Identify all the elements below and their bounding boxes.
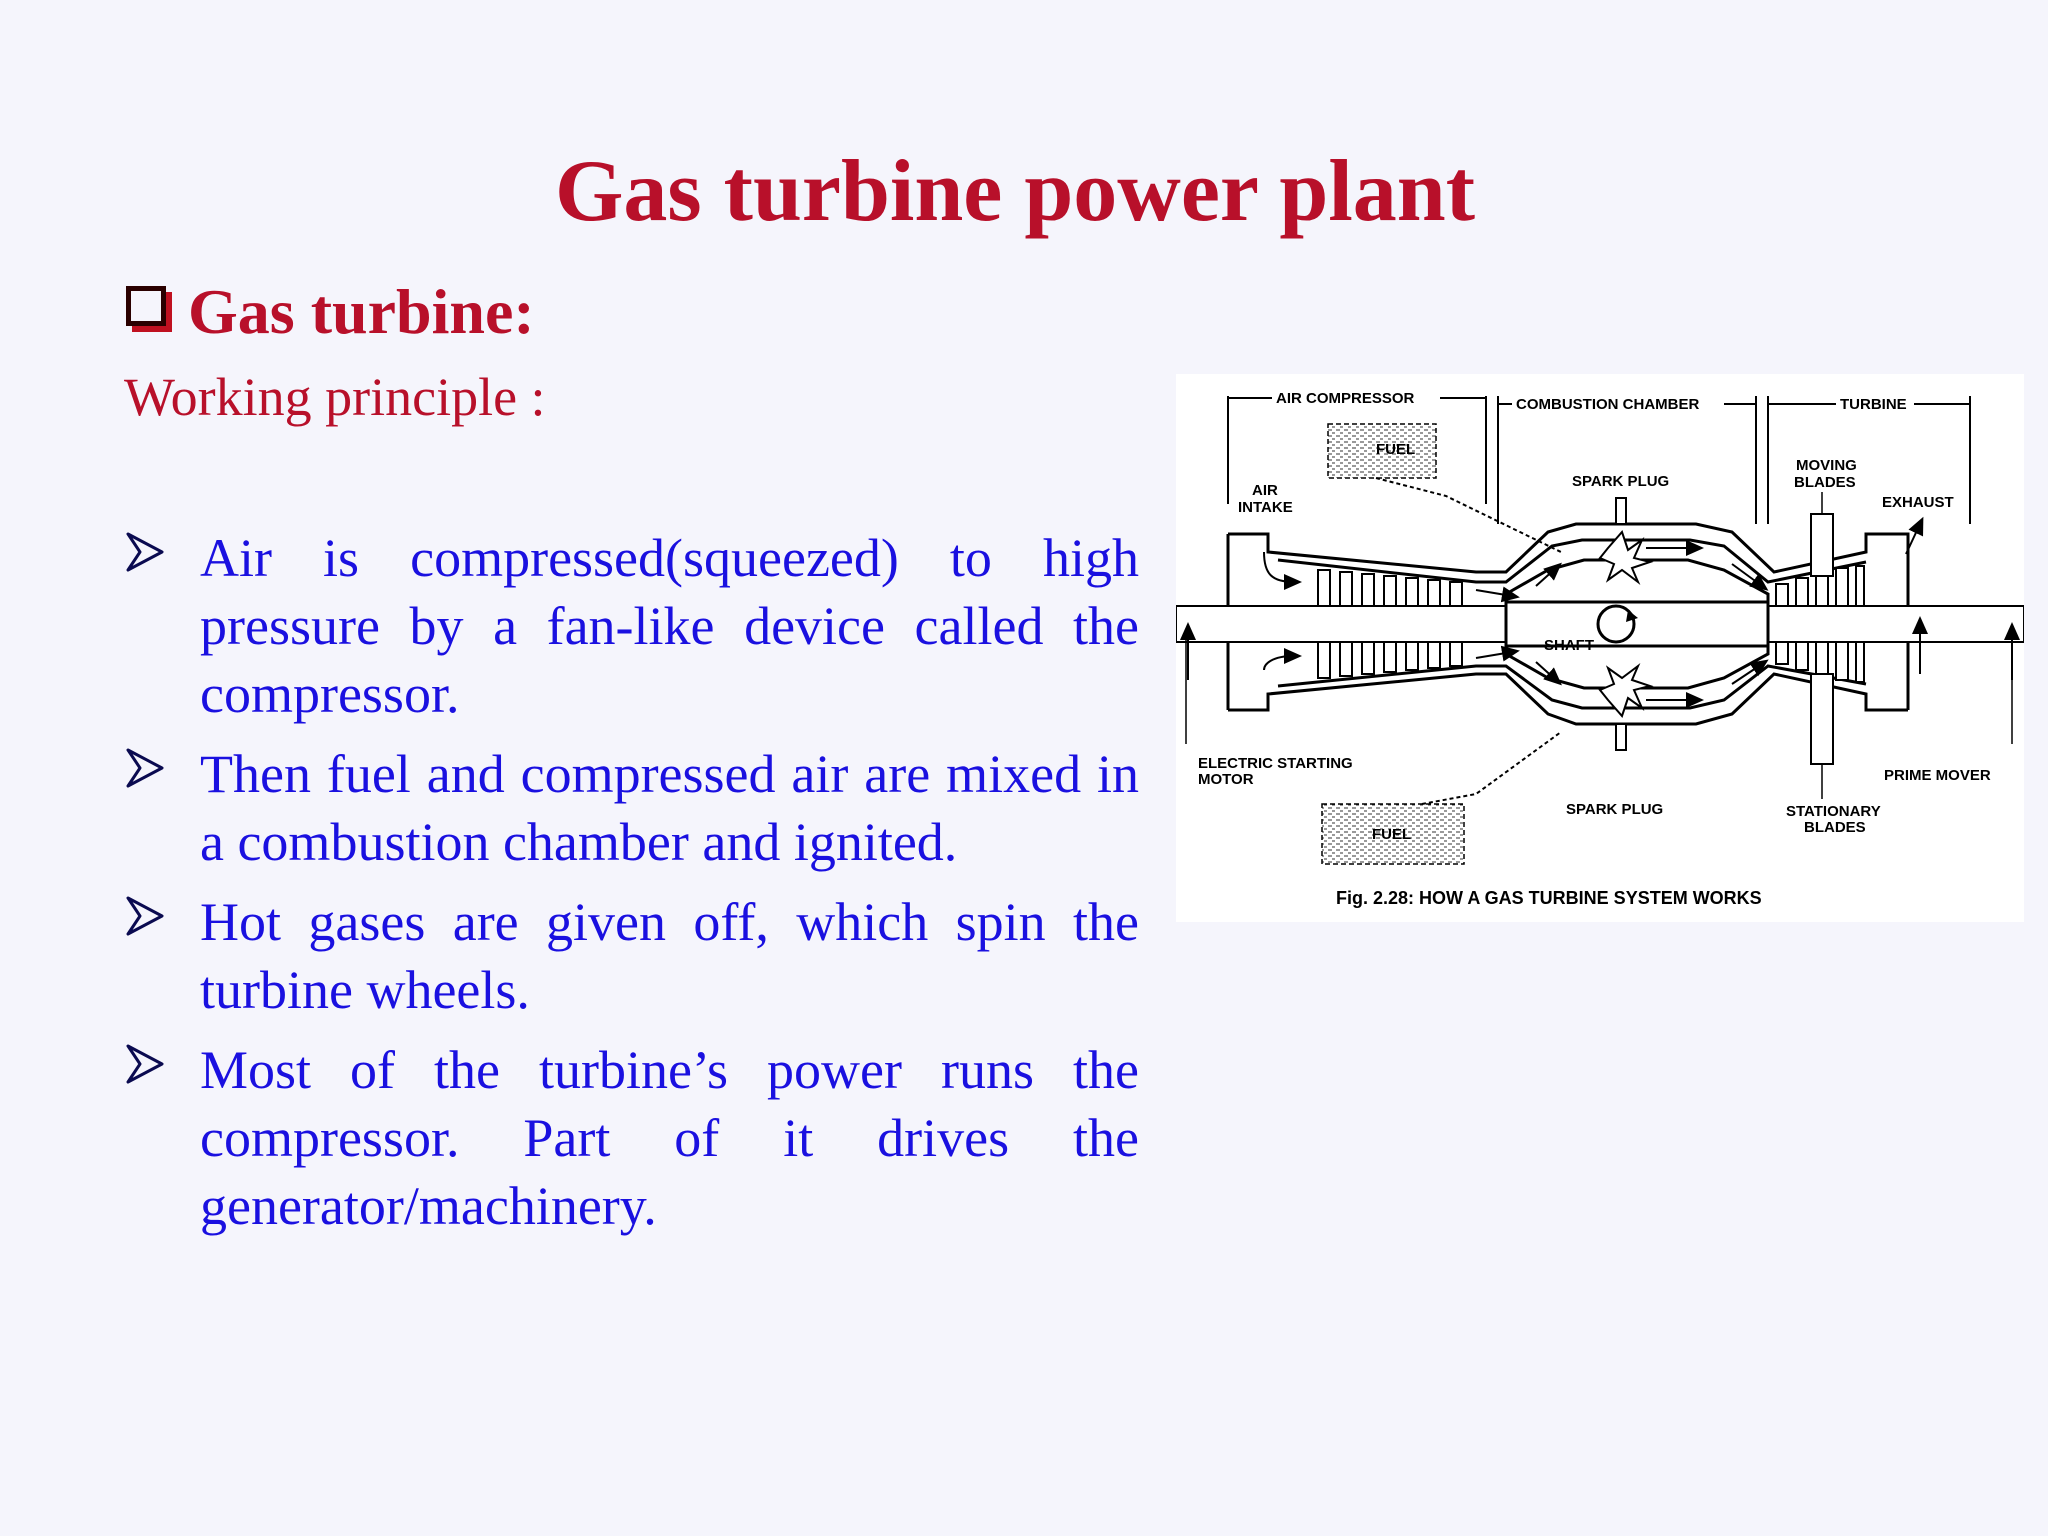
electric-starting-motor-label-1: ELECTRIC STARTING xyxy=(1198,755,1353,772)
turbine-blades xyxy=(1775,513,1865,765)
gas-turbine-diagram: AIR COMPRESSOR COMBUSTION CHAMBER TURBIN… xyxy=(1176,374,2024,922)
compressor-blades xyxy=(1317,569,1463,679)
fuel-line-bottom xyxy=(1421,731,1562,805)
shaft xyxy=(1176,600,2024,648)
subheading-text: Gas turbine: xyxy=(188,276,535,347)
bullet-text: Most of the turbine’s power runs the com… xyxy=(200,1040,1139,1236)
air-compressor-label: AIR COMPRESSOR xyxy=(1276,390,1415,407)
air-intake-label-1: AIR xyxy=(1252,482,1278,499)
slide-title: Gas turbine power plant xyxy=(554,143,1476,240)
spark-plug-bottom-icon xyxy=(1598,662,1654,751)
fuel-bottom-label: FUEL xyxy=(1372,826,1411,843)
shaft-label: SHAFT xyxy=(1544,637,1594,654)
list-item: Hot gases are given off, which spin the … xyxy=(124,888,1139,1024)
fuel-tank-bottom xyxy=(1321,803,1465,865)
fuel-tank-top xyxy=(1327,423,1437,479)
figure-caption: Fig. 2.28: HOW A GAS TURBINE SYSTEM WORK… xyxy=(1336,888,1762,908)
bullet-list: Air is compressed(squeezed) to high pres… xyxy=(124,524,1139,1252)
combustion-chamber-label: COMBUSTION CHAMBER xyxy=(1516,396,1699,413)
fuel-top-label: FUEL xyxy=(1376,441,1415,458)
list-item: Then fuel and compressed air are mixed i… xyxy=(124,740,1139,876)
subheading: Gas turbine: xyxy=(126,280,535,344)
working-principle-label: Working principle : xyxy=(124,367,546,427)
arrowhead-icon xyxy=(126,1044,164,1084)
bullet-text: Air is compressed(squeezed) to high pres… xyxy=(200,528,1139,724)
diagram-canvas: AIR COMPRESSOR COMBUSTION CHAMBER TURBIN… xyxy=(1176,390,2024,908)
list-item: Most of the turbine’s power runs the com… xyxy=(124,1036,1139,1240)
bullet-text: Hot gases are given off, which spin the … xyxy=(200,892,1139,1020)
exhaust-label: EXHAUST xyxy=(1882,494,1954,511)
air-intake-label-2: INTAKE xyxy=(1238,499,1293,516)
moving-blades-label-1: MOVING xyxy=(1796,457,1857,474)
spark-plug-top-icon xyxy=(1598,497,1654,586)
electric-starting-motor-label-2: MOTOR xyxy=(1198,771,1254,788)
turbine-casing xyxy=(1226,522,1910,726)
prime-mover-label: PRIME MOVER xyxy=(1884,767,1991,784)
bullet-text: Then fuel and compressed air are mixed i… xyxy=(200,744,1139,872)
checkbox-icon xyxy=(126,286,166,326)
list-item: Air is compressed(squeezed) to high pres… xyxy=(124,524,1139,728)
moving-blades-label-2: BLADES xyxy=(1794,474,1856,491)
turbine-label: TURBINE xyxy=(1840,396,1907,413)
arrowhead-icon xyxy=(126,748,164,788)
spark-plug-top-label: SPARK PLUG xyxy=(1572,473,1669,490)
arrowhead-icon xyxy=(126,896,164,936)
section-brackets xyxy=(1227,396,1971,524)
fuel-line-top xyxy=(1375,477,1562,553)
leader-lines xyxy=(1185,492,2013,799)
stationary-blades-label-2: BLADES xyxy=(1804,819,1866,836)
arrowhead-icon xyxy=(126,532,164,572)
flow-arrows xyxy=(1180,516,2020,708)
spark-plug-bottom-label: SPARK PLUG xyxy=(1566,801,1663,818)
stationary-blades-label-1: STATIONARY xyxy=(1786,803,1881,820)
